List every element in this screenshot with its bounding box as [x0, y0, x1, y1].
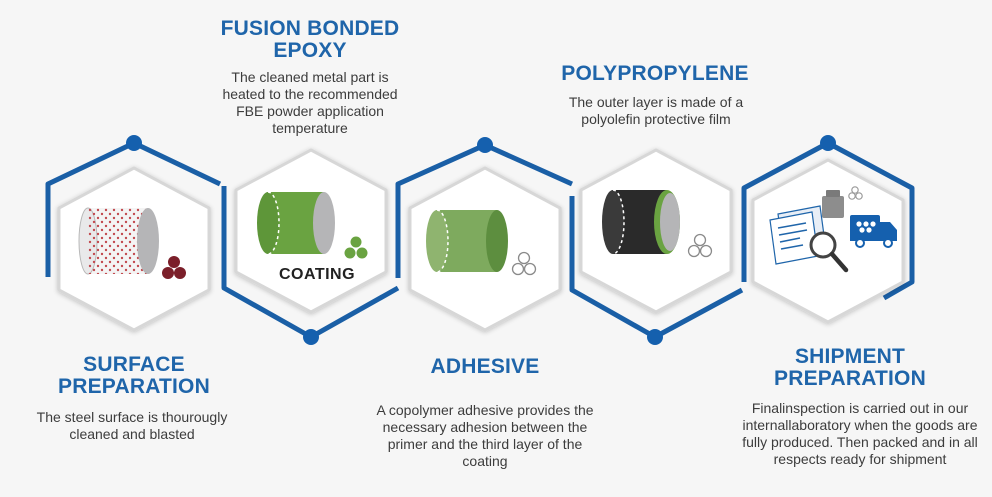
- step-description-polypropylene: The outer layer is made of a polyolefin …: [568, 94, 744, 127]
- step-title-line1: ADHESIVE: [430, 355, 540, 378]
- step-description-adhesive: A copolymer adhesive provides the necess…: [376, 402, 594, 469]
- step-title-line2: PREPARATION: [774, 367, 926, 390]
- step-title-shipment-preparation: SHIPMENT PREPARATION: [750, 346, 950, 390]
- connector-dot: [126, 135, 142, 151]
- fbe-coated-pipe-icon: [257, 191, 368, 259]
- adhesive-pipe-icon: [426, 209, 537, 276]
- connector-dot: [647, 329, 663, 345]
- step-title-line1: SURFACE: [83, 353, 185, 376]
- connector-dot: [820, 135, 836, 151]
- polypropylene-pipe-icon: [602, 189, 713, 258]
- step-title-line2: EPOXY: [273, 39, 347, 62]
- step-title-surface-preparation: SURFACE PREPARATION: [44, 354, 224, 398]
- step-title-adhesive: ADHESIVE: [395, 356, 575, 378]
- outline-hex-2: [221, 186, 400, 340]
- outline-hex-3: [395, 142, 574, 278]
- blasted-pipe-icon: [78, 207, 186, 279]
- inspection-shipment-icon: [769, 186, 897, 273]
- coating-badge-label: COATING: [278, 266, 356, 283]
- step-title-line2: PREPARATION: [58, 375, 210, 398]
- step-title-line1: SHIPMENT: [794, 345, 906, 368]
- step-title-fusion-bonded-epoxy: FUSION BONDED EPOXY: [200, 18, 420, 62]
- outline-hex-1: [45, 140, 222, 277]
- step-description-shipment-preparation: Finalinspection is carried out in our in…: [742, 400, 978, 467]
- step-title-line1: FUSION BONDED: [220, 17, 400, 40]
- connector-dot: [303, 329, 319, 345]
- outline-hex-5: [741, 140, 915, 301]
- step-title-polypropylene: POLYPROPYLENE: [545, 63, 765, 85]
- step-description-surface-preparation: The steel surface is thourougly cleaned …: [36, 409, 228, 442]
- step-description-fusion-bonded-epoxy: The cleaned metal part is heated to the …: [222, 69, 398, 136]
- outline-hex-4: [569, 196, 744, 340]
- step-title-line1: POLYPROPYLENE: [561, 62, 749, 85]
- connector-dot: [477, 137, 493, 153]
